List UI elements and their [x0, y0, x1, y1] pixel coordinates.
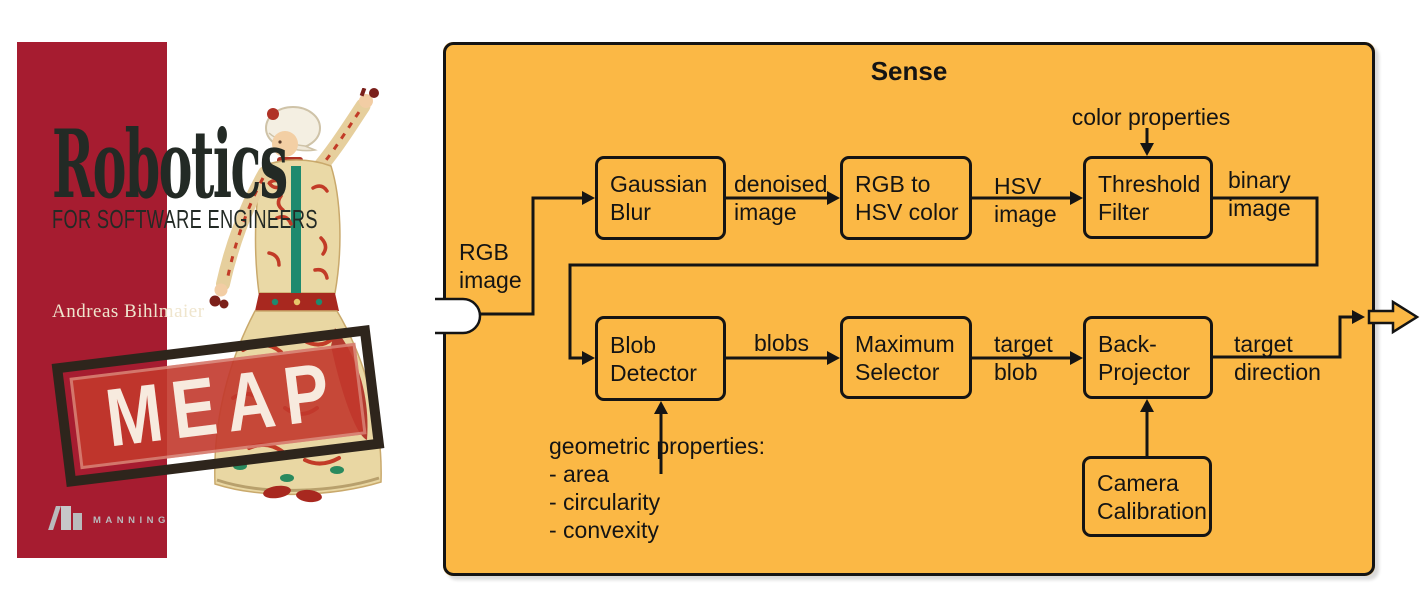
- sense-flowchart: Sense Gaussian Blur RGB to HSV color Thr…: [435, 42, 1420, 576]
- publisher-logo: MANNING: [48, 506, 170, 530]
- node-maximum-selector: Maximum Selector: [840, 316, 972, 399]
- label-binary-image: binary image: [1228, 167, 1291, 221]
- manning-logo-mark: [73, 513, 82, 530]
- node-camera-calibration: Camera Calibration: [1082, 456, 1212, 537]
- label-rgb-image: RGB image: [459, 239, 522, 293]
- label-color-properties: color properties: [1071, 104, 1231, 130]
- meap-stamp-label: MEAP: [100, 345, 344, 465]
- flowchart-connectors: [435, 42, 1420, 576]
- flowchart-title: Sense: [870, 56, 948, 86]
- label-target-direction: target direction: [1234, 331, 1321, 385]
- node-rgb-to-hsv: RGB to HSV color: [840, 156, 972, 240]
- label-geometric-properties: geometric properties: - area - circulari…: [549, 433, 766, 543]
- book-title: Robotics: [52, 110, 288, 220]
- label-blobs: blobs: [754, 330, 809, 356]
- book-author: Andreas Bihlmaier: [52, 301, 205, 322]
- book-cover: Robotics FOR SOFTWARE ENGINEERS Andreas …: [0, 0, 430, 616]
- book-subtitle: FOR SOFTWARE ENGINEERS: [52, 204, 318, 234]
- node-gaussian-blur: Gaussian Blur: [595, 156, 726, 240]
- node-back-projector: Back- Projector: [1083, 316, 1213, 399]
- label-hsv-image: HSV image: [994, 173, 1057, 227]
- publisher-name: MANNING: [93, 515, 170, 526]
- manning-logo-mark: [61, 506, 71, 530]
- meap-stamp-fill: MEAP: [69, 342, 367, 470]
- label-target-blob: target blob: [994, 331, 1053, 385]
- output-block-arrow: [1367, 299, 1420, 335]
- label-denoised-image: denoised image: [734, 171, 828, 225]
- node-threshold-filter: Threshold Filter: [1083, 156, 1213, 239]
- input-socket-notch: [435, 297, 482, 335]
- node-blob-detector: Blob Detector: [595, 316, 726, 401]
- cover-red-panel: [17, 42, 167, 558]
